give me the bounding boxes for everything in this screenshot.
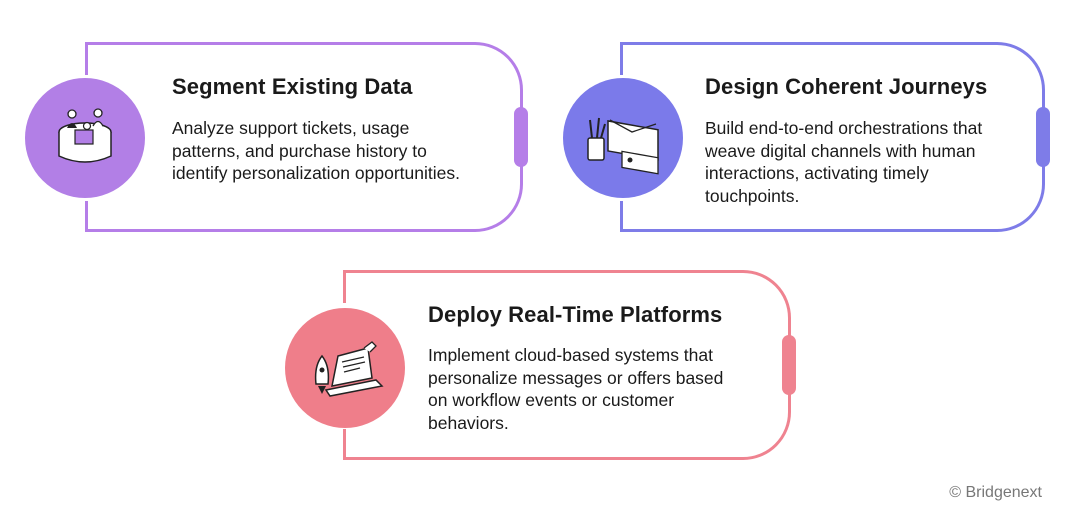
card-description: Build end-to-end orchestrations that wea… <box>705 118 983 206</box>
card-frame <box>620 42 1045 232</box>
card-description: Analyze support tickets, usage patterns,… <box>172 118 460 183</box>
card-frame <box>343 270 791 460</box>
card-frame <box>85 42 523 232</box>
card-title: Design Coherent Journeys <box>705 74 988 99</box>
card-title: Segment Existing Data <box>172 74 413 99</box>
card-tab <box>782 335 796 395</box>
card-tab <box>514 107 528 167</box>
card-description: Implement cloud-based systems that perso… <box>428 345 724 433</box>
copyright-footer: © Bridgenext <box>949 484 1042 501</box>
card-tab <box>1036 107 1050 167</box>
rocket-laptop-icon <box>285 308 405 428</box>
envelope-and-documents-icon <box>563 78 683 198</box>
people-at-desk-icon <box>25 78 145 198</box>
card-title: Deploy Real-Time Platforms <box>428 302 723 327</box>
